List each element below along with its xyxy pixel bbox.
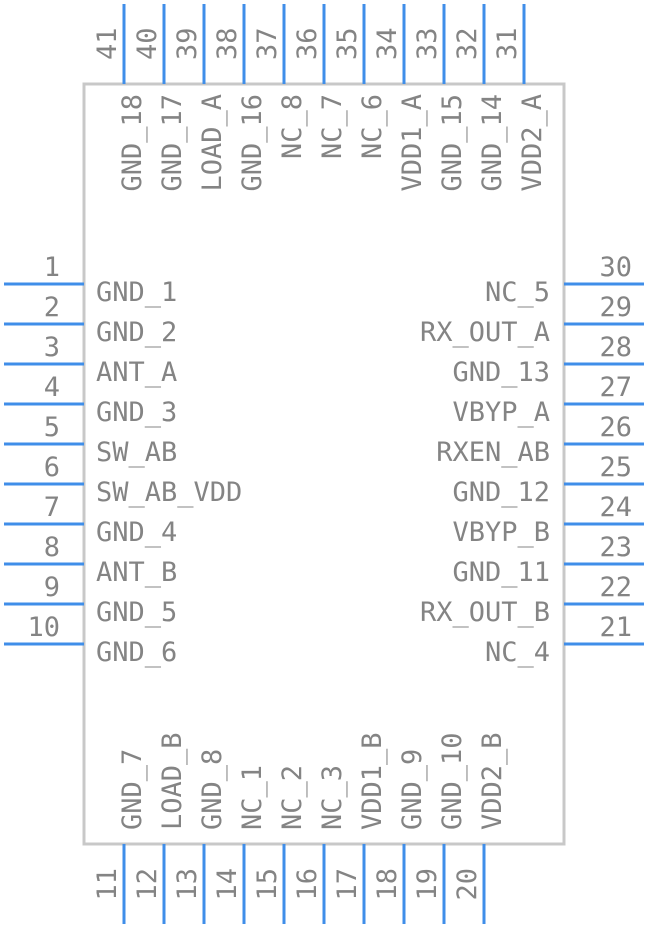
pin-7-name: GND_4 <box>96 517 177 548</box>
pin-40-number: 40 <box>132 27 163 60</box>
pin-26-name: RXEN_AB <box>436 437 550 468</box>
pin-3-number: 3 <box>44 332 60 363</box>
pin-31-number: 31 <box>492 27 523 60</box>
pin-10-name: GND_6 <box>96 637 177 668</box>
pin-38-name: GND_16 <box>237 94 268 192</box>
pin-38-number: 38 <box>212 27 243 60</box>
pin-17-name: VDD1_B <box>357 732 388 830</box>
pin-23-name: GND_11 <box>452 557 550 588</box>
pin-19-number: 19 <box>412 868 443 901</box>
pin-31-name: VDD2_A <box>517 94 548 192</box>
pin-15-number: 15 <box>252 868 283 901</box>
pin-39-number: 39 <box>172 27 203 60</box>
pin-4-number: 4 <box>44 372 60 403</box>
pin-16-number: 16 <box>292 868 323 901</box>
pin-28-number: 28 <box>599 332 632 363</box>
pin-33-name: GND_15 <box>437 94 468 192</box>
pin-17-number: 17 <box>332 868 363 901</box>
pin-5-number: 5 <box>44 412 60 443</box>
pin-35-name: NC_6 <box>357 94 388 159</box>
pin-24-name: VBYP_B <box>452 517 550 548</box>
pin-25-name: GND_12 <box>452 477 550 508</box>
pin-3-name: ANT_A <box>96 357 177 388</box>
pin-22-number: 22 <box>599 572 632 603</box>
pin-26-number: 26 <box>599 412 632 443</box>
pin-39-name: LOAD_A <box>197 94 228 192</box>
labels-layer: 1GND_12GND_23ANT_A4GND_35SW_AB6SW_AB_VDD… <box>27 27 632 900</box>
pin-30-name: NC_5 <box>485 277 550 308</box>
pin-41-name: GND_18 <box>117 94 148 192</box>
pin-16-name: NC_3 <box>317 765 348 830</box>
pin-14-number: 14 <box>212 868 243 901</box>
pin-37-name: NC_8 <box>277 94 308 159</box>
pin-36-name: NC_7 <box>317 94 348 159</box>
pin-10-number: 10 <box>27 612 60 643</box>
pin-8-number: 8 <box>44 532 60 563</box>
pin-6-number: 6 <box>44 452 60 483</box>
pin-35-number: 35 <box>332 27 363 60</box>
pin-8-name: ANT_B <box>96 557 177 588</box>
pin-28-name: GND_13 <box>452 357 550 388</box>
pin-12-number: 12 <box>132 868 163 901</box>
pin-9-number: 9 <box>44 572 60 603</box>
pin-21-number: 21 <box>599 612 632 643</box>
pin-2-number: 2 <box>44 292 60 323</box>
pin-25-number: 25 <box>599 452 632 483</box>
pin-32-number: 32 <box>452 27 483 60</box>
pin-29-number: 29 <box>599 292 632 323</box>
pin-12-name: LOAD_B <box>157 732 188 830</box>
pin-20-number: 20 <box>452 868 483 901</box>
pin-13-name: GND_8 <box>197 749 228 830</box>
pin-34-number: 34 <box>372 27 403 60</box>
pin-23-number: 23 <box>599 532 632 563</box>
pin-33-number: 33 <box>412 27 443 60</box>
pin-11-number: 11 <box>92 868 123 901</box>
pin-18-number: 18 <box>372 868 403 901</box>
pin-4-name: GND_3 <box>96 397 177 428</box>
pin-7-number: 7 <box>44 492 60 523</box>
pin-40-name: GND_17 <box>157 94 188 192</box>
pin-18-name: GND_9 <box>397 749 428 830</box>
pin-32-name: GND_14 <box>477 94 508 192</box>
pin-6-name: SW_AB_VDD <box>96 477 242 508</box>
pin-9-name: GND_5 <box>96 597 177 628</box>
pin-36-number: 36 <box>292 27 323 60</box>
pin-11-name: GND_7 <box>117 749 148 830</box>
pin-34-name: VDD1_A <box>397 94 428 192</box>
pin-27-name: VBYP_A <box>452 397 550 428</box>
pin-19-name: GND_10 <box>437 732 468 830</box>
pins-layer <box>4 4 644 924</box>
pin-14-name: NC_1 <box>237 765 268 830</box>
pin-41-number: 41 <box>92 27 123 60</box>
pin-13-number: 13 <box>172 868 203 901</box>
pin-22-name: RX_OUT_B <box>420 597 550 628</box>
pin-27-number: 27 <box>599 372 632 403</box>
pin-29-name: RX_OUT_A <box>420 317 550 348</box>
pin-24-number: 24 <box>599 492 632 523</box>
pin-37-number: 37 <box>252 27 283 60</box>
pin-1-number: 1 <box>44 252 60 283</box>
pin-1-name: GND_1 <box>96 277 177 308</box>
pin-2-name: GND_2 <box>96 317 177 348</box>
pin-5-name: SW_AB <box>96 437 177 468</box>
pin-15-name: NC_2 <box>277 765 308 830</box>
pin-30-number: 30 <box>599 252 632 283</box>
pin-21-name: NC_4 <box>485 637 550 668</box>
pin-20-name: VDD2_B <box>477 732 508 830</box>
